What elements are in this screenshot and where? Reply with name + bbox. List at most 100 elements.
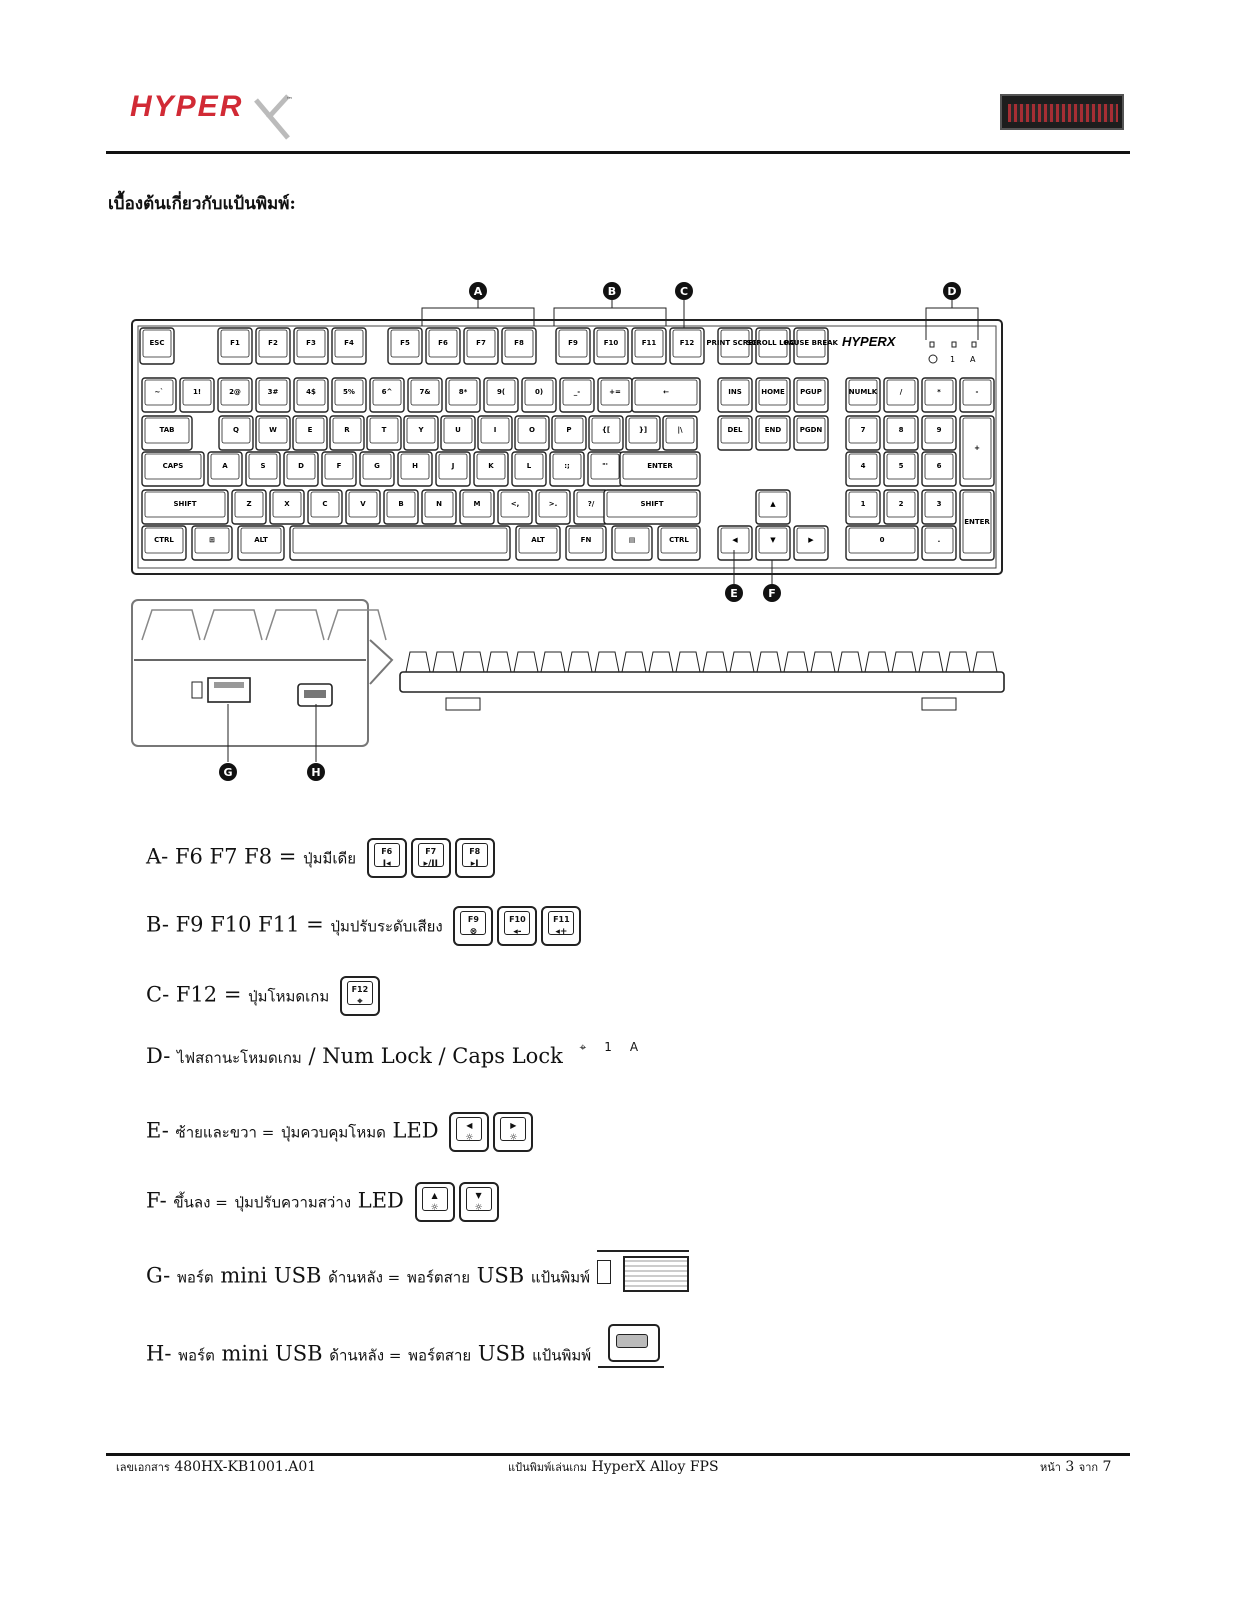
key-z-5-label: B xyxy=(398,500,403,508)
key-a-2 xyxy=(245,451,281,487)
key-z-2 xyxy=(269,489,305,525)
key-numpad-1-label: / xyxy=(900,388,903,396)
legend-text: mini USB xyxy=(221,1341,323,1366)
key-q-3-label: E xyxy=(308,426,313,434)
callout-h xyxy=(307,763,325,781)
key-fn-0-label: ESC xyxy=(150,339,165,347)
key-num-6 xyxy=(369,377,405,413)
key-a-2-label: S xyxy=(260,462,265,470)
legend-key-icon: F10◂- xyxy=(497,906,538,946)
key-num-8 xyxy=(445,377,481,413)
key-num-0-label: ~` xyxy=(154,388,163,396)
key-a-8-label: K xyxy=(488,462,494,470)
legend-key-top: F8 xyxy=(469,847,481,856)
legend-item-g: G- พอร์ต mini USB ด้านหลัง = พอร์ตสาย US… xyxy=(146,1250,689,1298)
legend-key-icon: F7▸/II xyxy=(410,838,451,878)
legend-text: แป้นพิมพ์ xyxy=(532,1346,592,1365)
key-numpad-0 xyxy=(845,377,881,413)
key-nav-1 xyxy=(755,377,791,413)
svg-text:HYPER: HYPER xyxy=(130,90,243,123)
inset-keycap-1 xyxy=(203,609,263,641)
key-numpad-6 xyxy=(921,415,957,451)
usb-charge-icon xyxy=(191,681,203,699)
legend-text: A- xyxy=(146,844,169,869)
key-numpad-13-label: 3 xyxy=(937,500,942,508)
legend-text: USB xyxy=(477,1341,526,1366)
key-a-11-label: "' xyxy=(602,462,608,470)
key-a-10-label: :; xyxy=(564,462,570,470)
key-num-0 xyxy=(141,377,177,413)
key-numpad-16-label: . xyxy=(938,536,941,544)
legend-key-icon: ◀☼ xyxy=(449,1112,490,1152)
key-a-6 xyxy=(397,451,433,487)
key-z-8-label: <, xyxy=(511,500,520,508)
usb-port-icon xyxy=(596,1250,689,1292)
key-fn-11 xyxy=(631,327,667,365)
key-numpad-16 xyxy=(921,525,957,561)
legend-text: ด้านหลัง = xyxy=(328,1268,401,1287)
key-fn-15-label: PAUSE BREAK xyxy=(784,339,839,347)
key-z-1 xyxy=(231,489,267,525)
key-a-7-label: J xyxy=(451,462,455,470)
legend-text: พอร์ต xyxy=(176,1268,214,1287)
callout-e xyxy=(725,584,743,602)
key-win xyxy=(191,525,233,561)
indicator-led-1 xyxy=(951,341,957,348)
key-numpad-6-label: 9 xyxy=(937,426,942,434)
key-num-4 xyxy=(293,377,329,413)
key-numpad-12 xyxy=(883,489,919,525)
key-fn-4 xyxy=(331,327,367,365)
side-keycap-9 xyxy=(648,651,674,673)
side-keycap-15 xyxy=(810,651,836,673)
inset-keycap-3 xyxy=(327,609,387,641)
key-numpad-9 xyxy=(883,451,919,487)
key-z-9-label: >. xyxy=(549,500,558,508)
key-fn-4-label: F4 xyxy=(344,339,354,347)
side-keycap-6 xyxy=(567,651,593,673)
key-num-4-label: 4$ xyxy=(306,388,316,396)
key-arrow-up xyxy=(755,489,791,525)
key-q-2-label: W xyxy=(269,426,277,434)
key-q-12 xyxy=(625,415,661,451)
key-fn-14 xyxy=(755,327,791,365)
key-num-5-label: 5% xyxy=(343,388,355,396)
key-z-0 xyxy=(141,489,229,525)
legend-text: ไฟสถานะโหมดเกม xyxy=(177,1049,302,1067)
svg-text:™: ™ xyxy=(286,96,293,104)
side-keycap-11 xyxy=(702,651,728,673)
key-arrow-down xyxy=(755,525,791,561)
legend-key-symbol: ◂- xyxy=(513,927,522,937)
key-fn-2-label: F2 xyxy=(268,339,278,347)
legend-text: LED xyxy=(392,1118,439,1143)
legend-text: พอร์ต xyxy=(178,1346,215,1365)
legend-text: D- xyxy=(146,1044,171,1068)
legend-text: ด้านหลัง = xyxy=(329,1346,402,1365)
key-num-6-label: 6^ xyxy=(382,388,393,396)
key-fn-10 xyxy=(593,327,629,365)
indicator-leds-icon: ⌖1A xyxy=(580,1040,657,1055)
key-numpad-10-label: 6 xyxy=(937,462,942,470)
side-keycap-20 xyxy=(945,651,971,673)
key-num-13-label: ← xyxy=(663,388,669,396)
legend-item-b: B- F9 F10 F11 = ปุ่มปรับระดับเสียง F9⊗F1… xyxy=(146,906,582,946)
hyperx-logo: HYPER ™ xyxy=(130,90,293,140)
key-fn-label: FN xyxy=(581,536,592,544)
key-nav-3 xyxy=(717,415,753,451)
key-numpad-7 xyxy=(959,415,995,487)
legend-text: ปุ่มปรับระดับเสียง xyxy=(330,917,443,936)
legend-key-top: ▼ xyxy=(475,1191,482,1200)
key-num-10 xyxy=(521,377,557,413)
key-nav-5 xyxy=(793,415,829,451)
key-q-9 xyxy=(514,415,550,451)
key-fn-6 xyxy=(425,327,461,365)
side-keycap-7 xyxy=(594,651,620,673)
key-z-6-label: N xyxy=(436,500,442,508)
inset-pointer xyxy=(369,639,394,685)
legend-text: ซ้ายและขวา = xyxy=(175,1123,275,1142)
legend-text: H- xyxy=(146,1341,172,1366)
key-z-7-label: M xyxy=(474,500,481,508)
key-num-11-label: _- xyxy=(574,388,581,396)
legend-key-top: ◀ xyxy=(466,1121,473,1130)
leader-ef xyxy=(733,550,773,584)
key-fn-11-label: F11 xyxy=(642,339,657,347)
